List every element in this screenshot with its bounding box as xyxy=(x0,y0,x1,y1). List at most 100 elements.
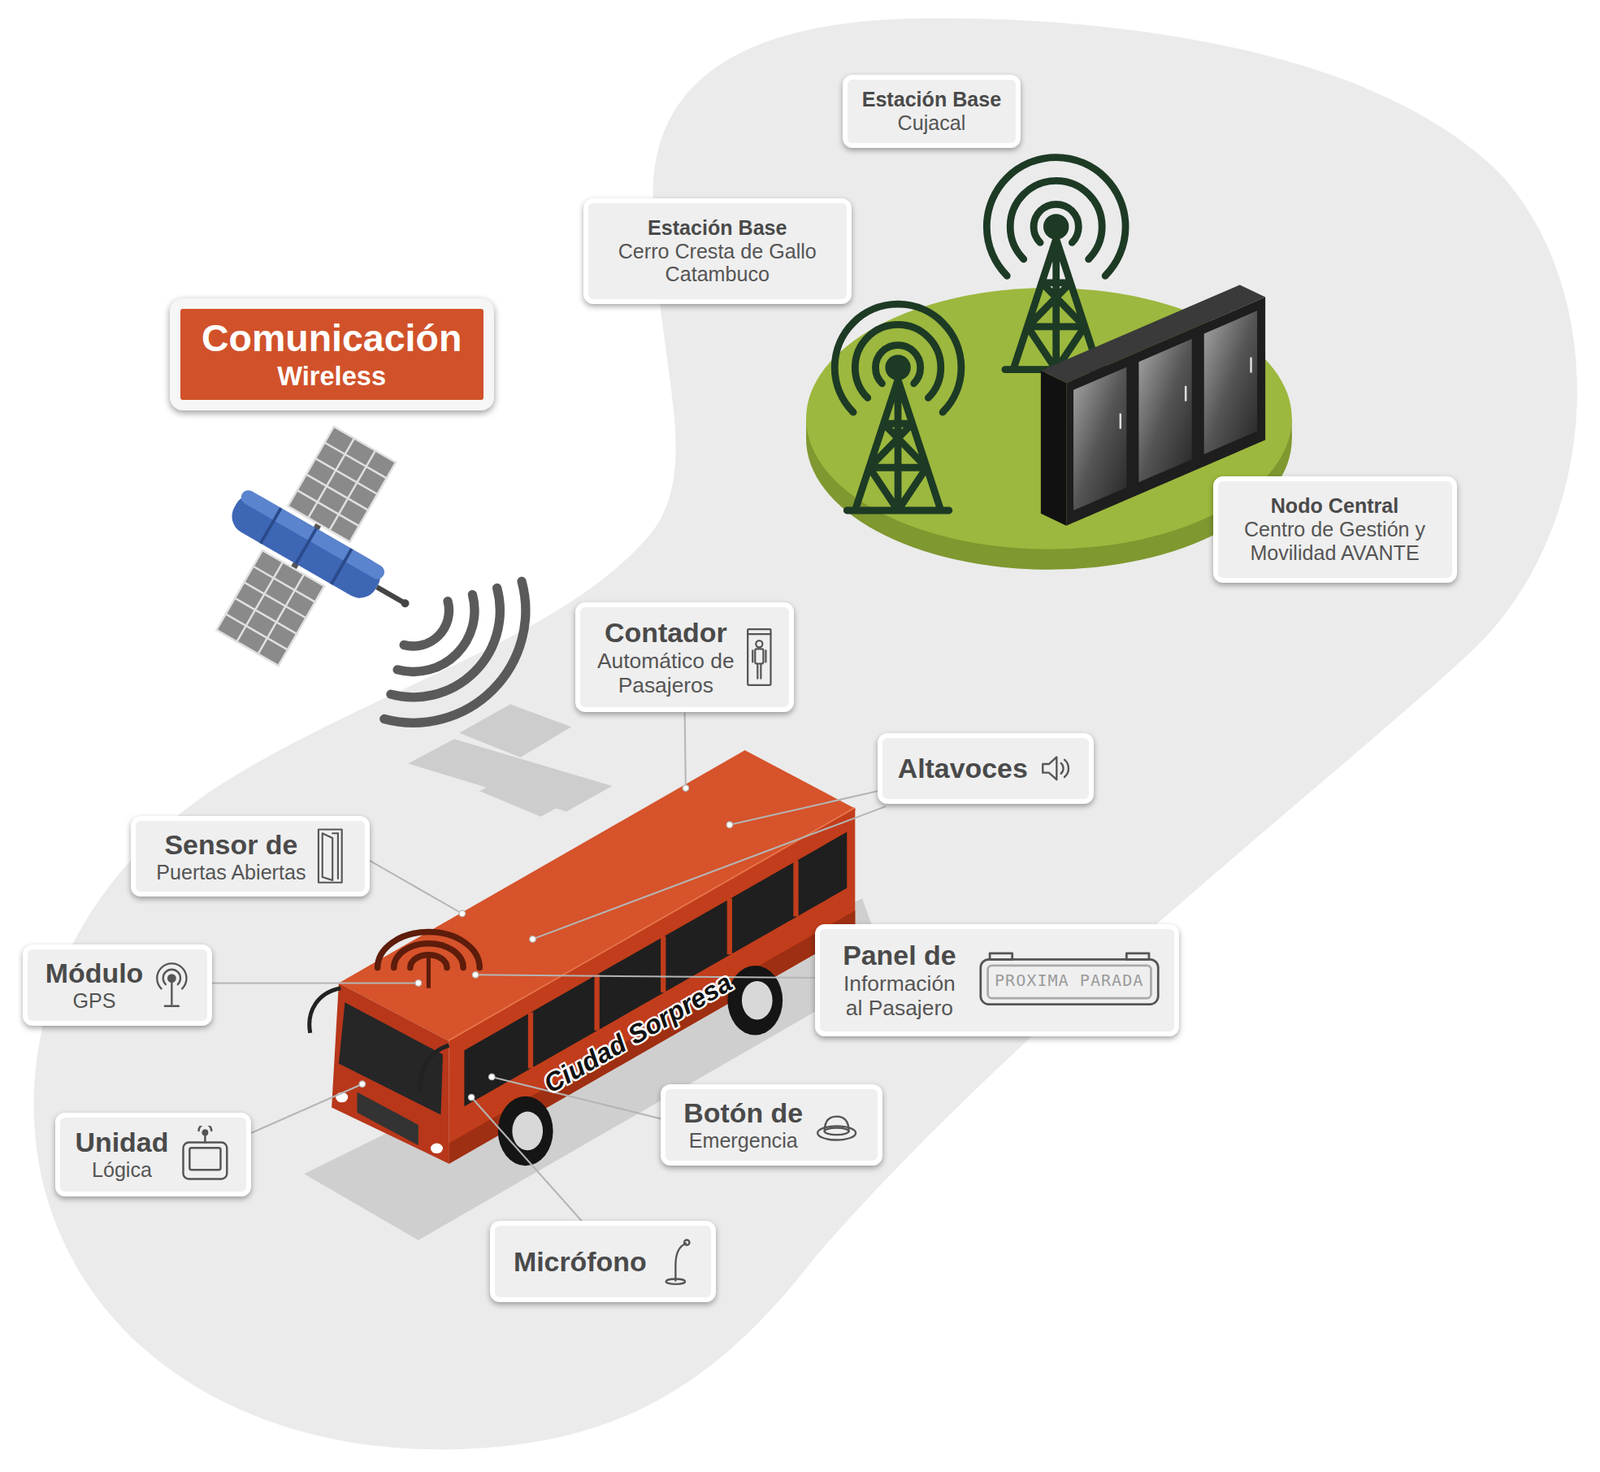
gps-part xyxy=(168,974,176,982)
bus xyxy=(741,980,773,1020)
panel-part xyxy=(989,953,1013,960)
satellite-waves xyxy=(397,594,475,673)
button-part xyxy=(824,1115,850,1131)
leader-dot xyxy=(459,910,466,917)
background-blob xyxy=(34,17,1578,1449)
panel-part xyxy=(1126,953,1150,960)
node-text: ComunicaciónWireless xyxy=(201,316,462,391)
bus xyxy=(511,1111,543,1151)
device-box: Altavoces xyxy=(877,732,1094,805)
bus xyxy=(303,750,888,1241)
satellite-waves xyxy=(390,587,500,697)
antenna-tower xyxy=(834,303,962,511)
node-text: Panel deInformación al Pasajero xyxy=(832,939,967,1021)
panel-symbol xyxy=(977,949,1162,1010)
speaker-symbol xyxy=(1039,750,1075,786)
node-body: Centro de Gestión y Movilidad AVANTE xyxy=(1231,517,1440,565)
person-part xyxy=(751,650,754,663)
antenna-tower xyxy=(986,157,1126,277)
antenna-tower xyxy=(1046,217,1066,237)
node-heading: Altavoces xyxy=(897,752,1028,785)
node-body: Cerro Cresta de Gallo Catambuco xyxy=(601,239,834,287)
leader-line xyxy=(212,712,886,1221)
mic-part xyxy=(675,1243,686,1281)
base-station-box: Estación BaseCujacal xyxy=(842,74,1021,148)
person-part xyxy=(756,663,759,679)
antenna-tower xyxy=(846,379,950,511)
antenna-tower xyxy=(1010,180,1102,259)
gps-symbol xyxy=(154,960,190,1010)
node-heading: Contador xyxy=(597,616,735,649)
node-body: Lógica xyxy=(75,1157,170,1182)
node-text: UnidadLógica xyxy=(75,1126,170,1182)
bus xyxy=(309,988,450,1093)
bus xyxy=(498,1096,554,1166)
server-racks xyxy=(1204,310,1258,454)
person-part xyxy=(755,640,763,647)
node-body: Información al Pasajero xyxy=(832,971,967,1021)
bus-name: Ciudad Sorpresa xyxy=(537,966,738,1099)
node-heading: Nodo Central xyxy=(1231,494,1440,518)
node-body: Automático de Pasajeros xyxy=(597,648,735,699)
node-text: Estación BaseCerro Cresta de Gallo Catam… xyxy=(601,216,834,287)
node-text: Altavoces xyxy=(897,752,1028,785)
node-heading: Panel de xyxy=(832,939,967,972)
display-text: PROXIMA PARADA xyxy=(994,970,1144,990)
antenna-tower xyxy=(986,157,1126,370)
bus xyxy=(727,965,783,1035)
satellite xyxy=(399,597,412,609)
gps-icon xyxy=(154,960,190,1010)
mic-symbol xyxy=(658,1236,694,1286)
node-text: MóduloGPS xyxy=(45,957,144,1013)
gps-part xyxy=(164,1004,179,1006)
title-box: ComunicaciónWireless xyxy=(169,298,495,411)
person-part xyxy=(747,628,771,686)
node-body: Wireless xyxy=(201,360,462,391)
leader-dot xyxy=(359,1080,366,1088)
mic-part xyxy=(684,1239,690,1245)
node-text: Botón deEmergencia xyxy=(683,1097,803,1153)
leader-dot xyxy=(682,784,690,792)
bus xyxy=(463,832,847,1107)
leader-dot xyxy=(415,979,422,987)
gps-part xyxy=(163,968,181,984)
panel-part xyxy=(979,958,1158,1004)
leader-dot xyxy=(529,936,537,943)
device-box: MóduloGPS xyxy=(22,944,213,1027)
antenna-tower xyxy=(875,345,920,384)
leader-line xyxy=(475,974,816,978)
node-heading: Micrófono xyxy=(513,1245,647,1278)
panel-icon: PROXIMA PARADA xyxy=(977,949,1162,1010)
node-body: GPS xyxy=(45,988,144,1013)
server-racks xyxy=(1184,385,1188,402)
server-racks xyxy=(1138,338,1192,482)
server-racks xyxy=(1066,297,1266,526)
node-body: Puertas Abiertas xyxy=(156,860,306,885)
server-racks xyxy=(1073,367,1127,511)
button-icon xyxy=(814,1107,859,1143)
button-symbol xyxy=(814,1107,859,1143)
device-part xyxy=(199,1125,213,1131)
node-text: Estación BaseCujacal xyxy=(862,87,1002,135)
leader-line xyxy=(729,790,878,824)
leader-line xyxy=(685,712,686,789)
device-part xyxy=(203,1129,209,1135)
satellite xyxy=(225,487,387,605)
satellite-shadow xyxy=(459,704,572,758)
leader-line xyxy=(532,806,885,939)
satellite-shadow xyxy=(479,763,592,816)
device-box: Botón deEmergencia xyxy=(660,1084,883,1167)
speaker-part xyxy=(1060,763,1063,774)
bus xyxy=(430,1143,443,1154)
node-heading: Estación Base xyxy=(601,216,834,240)
device-part xyxy=(183,1142,228,1180)
device-box: ContadorAutomático de Pasajeros xyxy=(575,602,794,713)
satellite-waves xyxy=(384,581,526,723)
mic-part xyxy=(665,1278,685,1284)
node-text: Micrófono xyxy=(513,1245,647,1278)
satellite xyxy=(177,403,469,707)
device-part xyxy=(190,1147,222,1170)
button-part xyxy=(817,1125,856,1140)
